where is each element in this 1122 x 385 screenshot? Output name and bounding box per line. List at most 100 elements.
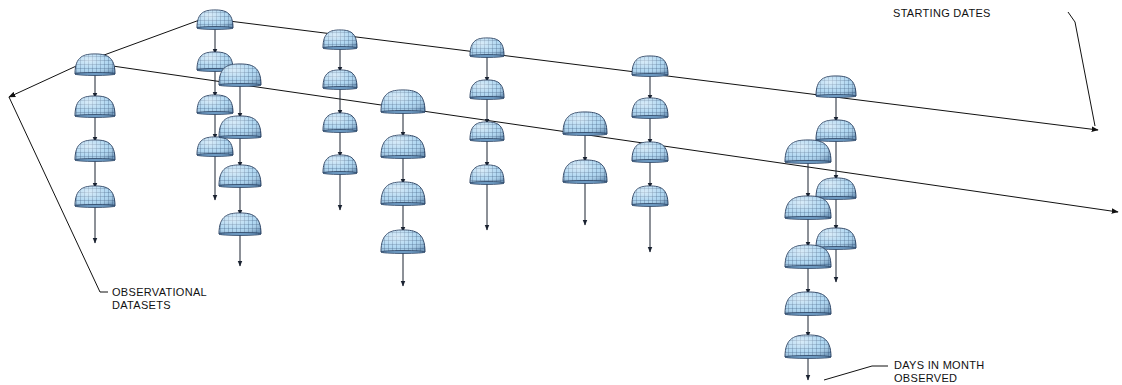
dome-base: [632, 74, 668, 77]
down-arrow: [487, 140, 488, 167]
dome-shading: [75, 140, 115, 160]
down-arrow: [650, 117, 651, 144]
dome: [563, 160, 607, 182]
dome-base: [381, 251, 425, 254]
down-arrow: [95, 206, 96, 243]
dome-shading: [563, 160, 607, 182]
starting-dates-axis: [205, 18, 1098, 130]
dome: [470, 38, 504, 56]
dome-base: [323, 87, 357, 90]
dome: [470, 165, 504, 183]
dome: [632, 98, 668, 117]
dome-base: [75, 205, 115, 208]
down-arrow: [808, 162, 809, 198]
dome: [381, 90, 425, 112]
down-arrow: [403, 252, 404, 286]
dome-shading: [381, 230, 425, 252]
dome-shading: [197, 95, 233, 113]
dome-shading: [785, 292, 831, 314]
dome: [197, 95, 233, 113]
dome-column: [381, 90, 425, 286]
down-arrow: [650, 205, 651, 252]
dome-base: [470, 97, 504, 100]
dome-shading: [219, 116, 261, 137]
dome-column: [785, 140, 831, 380]
dome-shading: [323, 70, 357, 88]
down-arrow: [340, 131, 341, 157]
dome-base: [381, 156, 425, 159]
dome: [75, 96, 115, 116]
down-arrow: [95, 160, 96, 188]
dome-base: [785, 161, 831, 164]
dome: [785, 245, 831, 267]
dome-base: [75, 73, 115, 76]
dome-shading: [816, 228, 856, 248]
down-arrow: [240, 85, 241, 118]
down-arrow: [215, 155, 216, 200]
dome-base: [323, 172, 357, 175]
dome-base: [563, 181, 607, 184]
dome: [381, 135, 425, 157]
dome: [197, 137, 233, 155]
dome-shading: [470, 122, 504, 140]
axes: [9, 12, 1118, 380]
dome-base: [816, 139, 856, 142]
dome-shading: [219, 213, 261, 234]
down-arrow: [240, 186, 241, 215]
dome-base: [470, 182, 504, 185]
dome-base: [563, 133, 607, 136]
dome-column: [563, 112, 607, 225]
dome-base: [219, 84, 261, 87]
down-arrow: [240, 234, 241, 266]
dome-base: [219, 233, 261, 236]
leader-line: [1068, 12, 1095, 126]
dome: [323, 70, 357, 88]
dome: [470, 80, 504, 98]
dome-base: [75, 159, 115, 162]
dome-base: [75, 115, 115, 118]
dome-shading: [816, 120, 856, 140]
dome-shading: [381, 135, 425, 157]
down-arrow: [650, 161, 651, 188]
dome-base: [381, 203, 425, 206]
dome-shading: [323, 155, 357, 173]
dome-base: [197, 154, 233, 157]
dome-shading: [816, 178, 856, 198]
dome: [632, 142, 668, 161]
datasets-axis: [9, 62, 85, 97]
dome-shading: [563, 112, 607, 134]
dome: [816, 178, 856, 198]
down-arrow: [585, 134, 586, 162]
dome: [323, 30, 357, 48]
down-arrow: [403, 157, 404, 184]
dome: [785, 140, 831, 162]
dome-base: [632, 116, 668, 119]
dome-shading: [785, 196, 831, 218]
down-arrow: [240, 137, 241, 167]
down-arrow: [650, 75, 651, 100]
dome-base: [470, 55, 504, 58]
leader-line: [824, 366, 888, 380]
down-arrow: [403, 204, 404, 232]
down-arrow: [585, 182, 586, 225]
dome-shading: [816, 76, 856, 96]
dome-base: [197, 112, 233, 115]
dome-shading: [785, 335, 831, 357]
down-arrow: [95, 116, 96, 142]
dome-base: [785, 266, 831, 269]
dome-shading: [219, 165, 261, 186]
dome-shading: [785, 245, 831, 267]
down-arrow: [487, 183, 488, 230]
down-arrow: [215, 70, 216, 97]
dome-columns: [75, 10, 856, 380]
down-arrow: [836, 96, 837, 122]
dome-column: [632, 56, 668, 252]
dome-shading: [75, 54, 115, 74]
dome: [75, 186, 115, 206]
down-arrow: [836, 140, 837, 180]
dome-shading: [470, 165, 504, 183]
dome-shading: [219, 64, 261, 85]
dome: [816, 120, 856, 140]
down-arrow: [95, 74, 96, 98]
